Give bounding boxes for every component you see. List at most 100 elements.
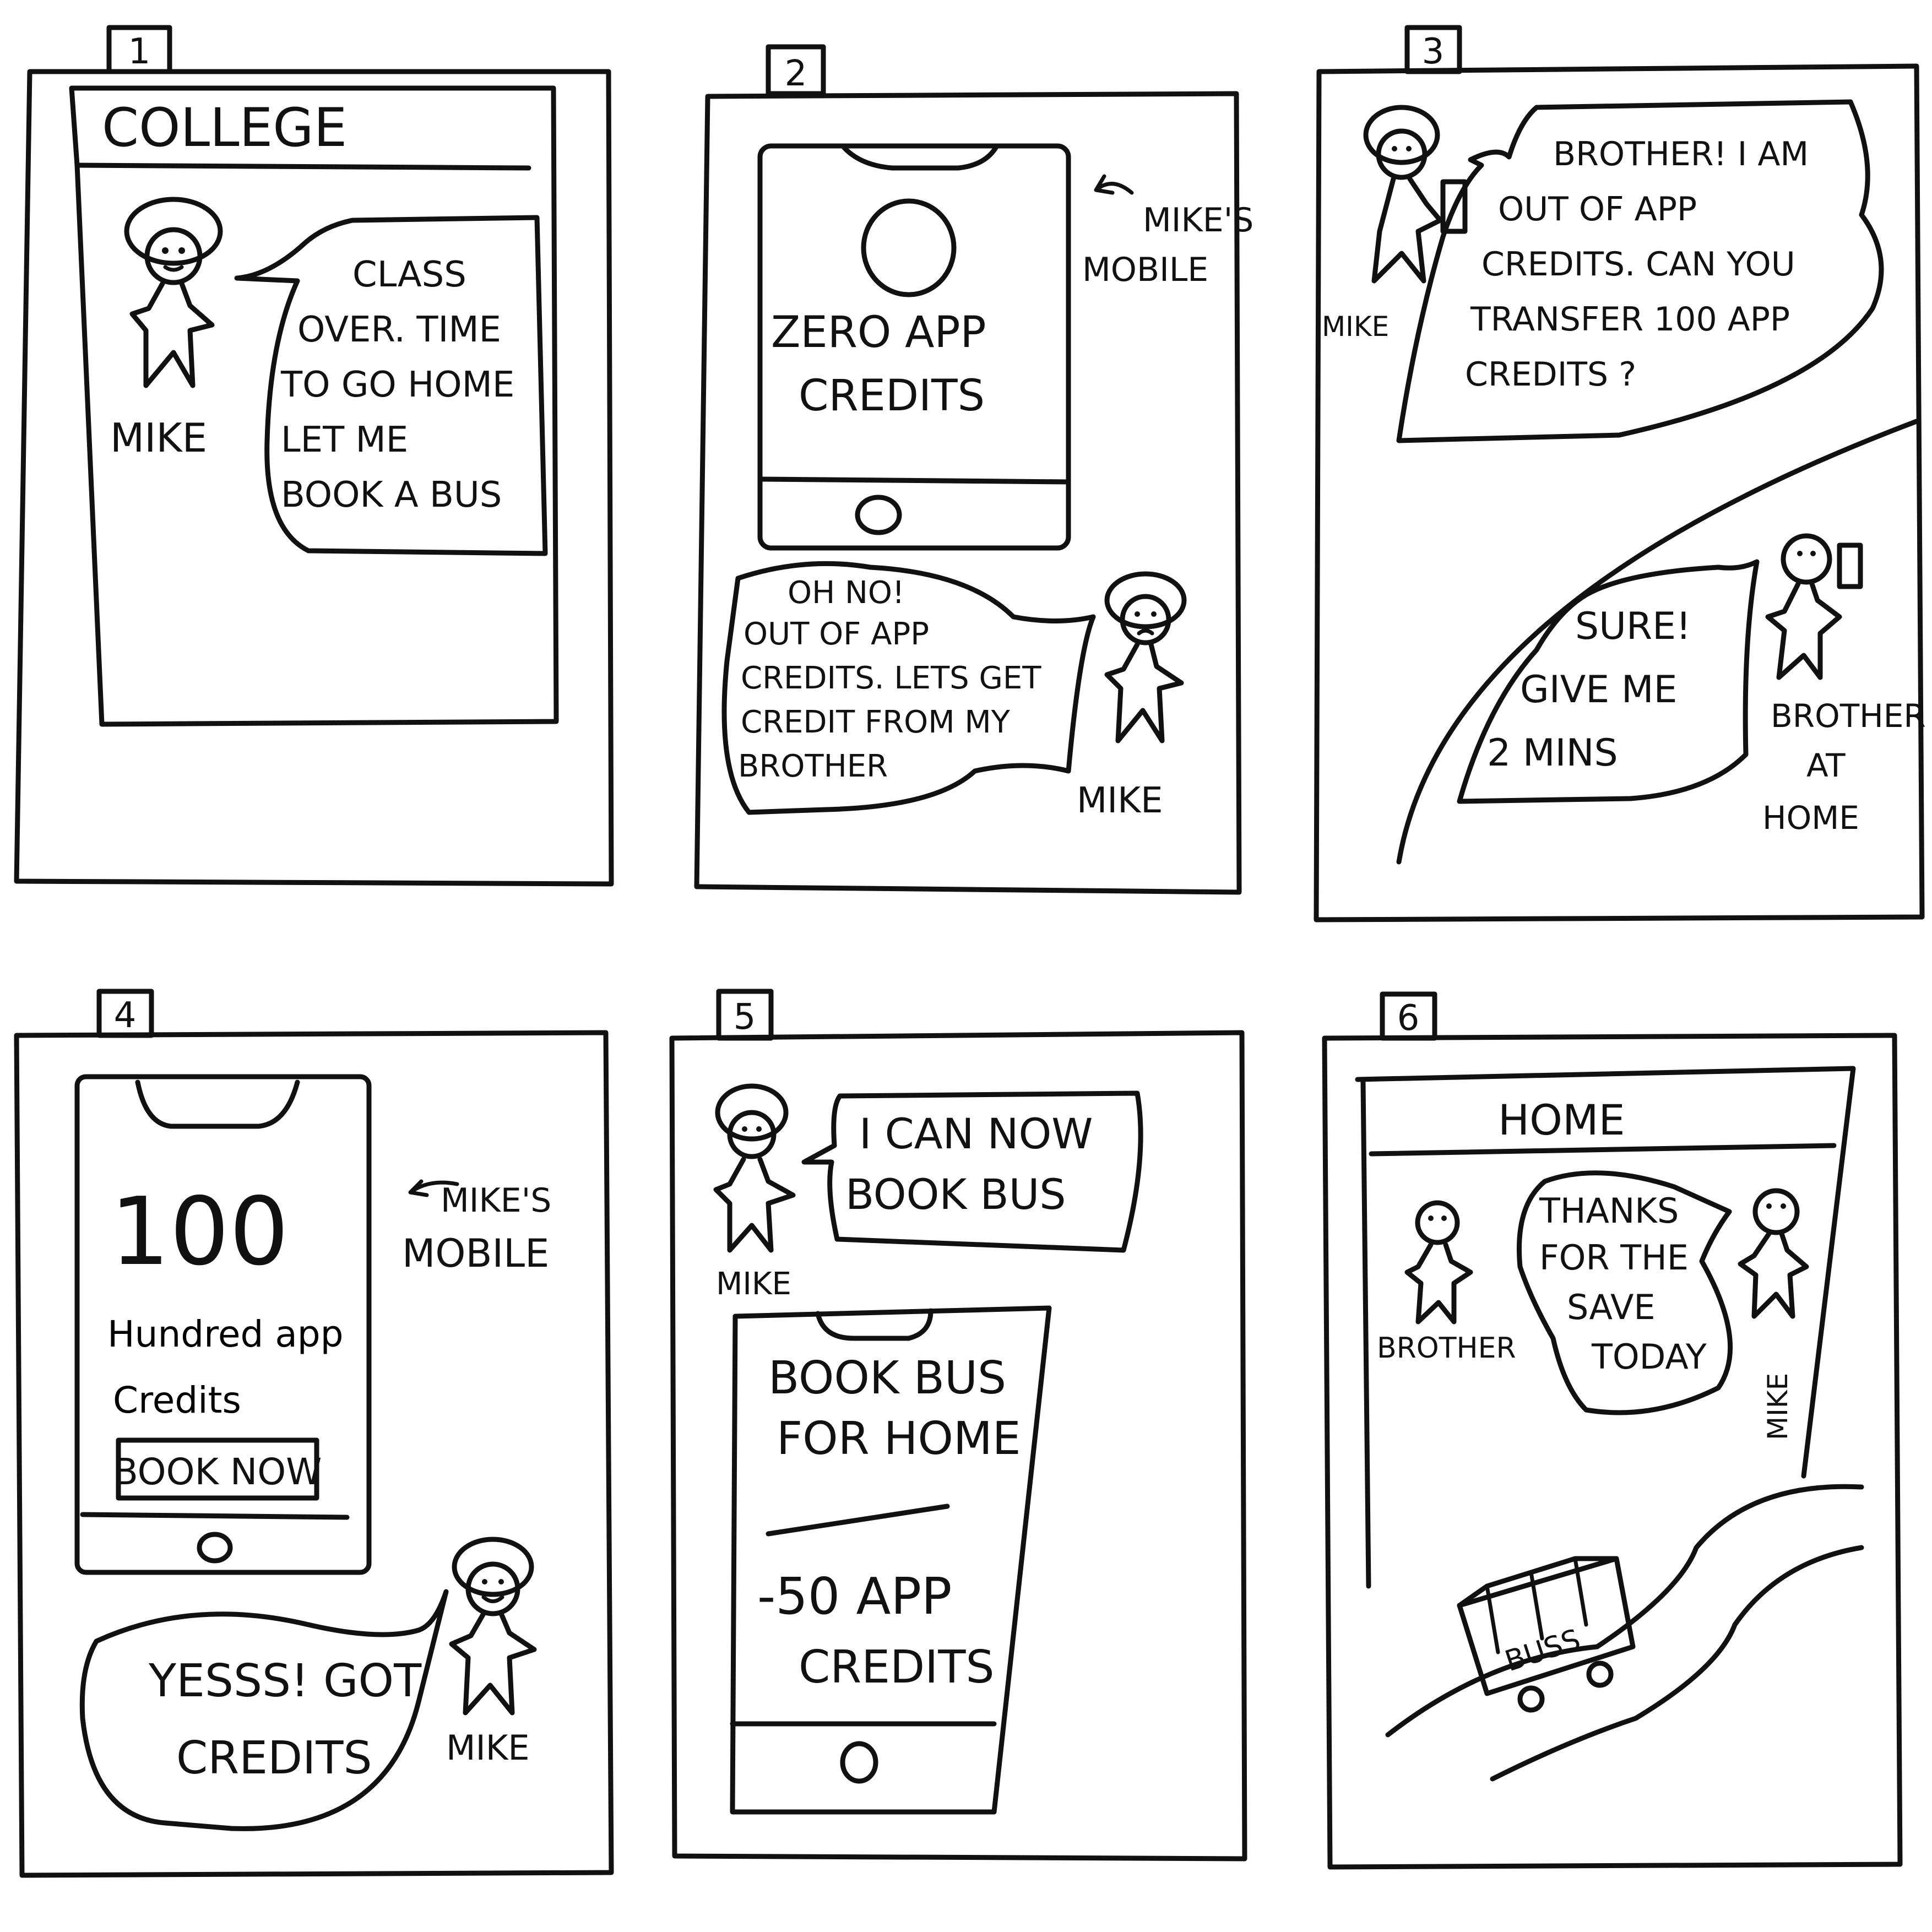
phone-home-divider [80, 1512, 350, 1520]
character-label-mike: MIKE [1322, 311, 1389, 343]
panel-frame [14, 1030, 614, 1878]
panel-frame [694, 91, 1242, 895]
character-label-brother: BROTHER AT HOME [1762, 697, 1926, 837]
phone-text-1: ZERO APP [771, 308, 986, 357]
speech-bubble [801, 1090, 1143, 1253]
phone-text-2: Credits [113, 1379, 241, 1421]
svg-text:OVER. TIME: OVER. TIME [297, 310, 501, 350]
panel-frame [1322, 1033, 1903, 1870]
speech-text-brother: SURE! GIVE ME 2 MINS [1487, 605, 1691, 775]
character-label: MIKE [1077, 780, 1163, 821]
panel-frame [1314, 63, 1925, 922]
charge-text-1: -50 APP [757, 1567, 952, 1626]
svg-text:CREDIT FROM MY: CREDIT FROM MY [741, 704, 1011, 740]
panel-number-box [1380, 991, 1437, 1041]
header-divider [1369, 1143, 1837, 1157]
svg-text:2 MINS: 2 MINS [1487, 731, 1618, 775]
panel-number-box [1404, 25, 1462, 74]
panel-number: 1 [128, 31, 151, 72]
header-divider [74, 162, 531, 171]
book-now-button[interactable] [116, 1437, 319, 1501]
mike-phone: 100 Hundred app Credits BOOK NOW [74, 1074, 372, 1575]
panel-frame [669, 1030, 1247, 1862]
mike-figure [449, 1537, 537, 1716]
mike-phone: ZERO APP CREDITS [757, 143, 1071, 551]
panel-4: 4 100 Hundred app Credits BOOK NOW MIKE'… [14, 989, 614, 1878]
svg-text:CREDITS. LETS GET: CREDITS. LETS GET [741, 660, 1041, 696]
svg-text:BOOK A BUS: BOOK A BUS [281, 475, 502, 515]
avatar-circle [861, 198, 957, 297]
phone-body [730, 1305, 1052, 1815]
mike-figure [1104, 571, 1187, 744]
speech-bubble [234, 215, 548, 556]
place-label: HOME [1498, 1095, 1625, 1144]
panel-number: 3 [1422, 31, 1445, 72]
arrow-icon [408, 1179, 459, 1197]
home-button[interactable] [855, 495, 902, 535]
home-screen [1355, 1066, 1856, 1589]
svg-text:THANKS: THANKS [1539, 1191, 1679, 1231]
svg-text:HOME: HOME [1762, 799, 1859, 837]
phone-text-1: Hundred app [107, 1313, 344, 1355]
home-button[interactable] [840, 1741, 878, 1784]
home-button[interactable] [197, 1532, 233, 1564]
panel-5: 5 MIKE I CAN NOW BOOK BUS BOOK BUS FOR H… [669, 989, 1247, 1862]
divider-line [766, 1504, 950, 1537]
svg-text:TRANSFER 100 APP: TRANSFER 100 APP [1470, 300, 1790, 339]
character-label-brother: BROTHER [1377, 1332, 1516, 1365]
panel-number-box [106, 25, 172, 74]
speech-text: OH NO! OUT OF APP CREDITS. LETS GET CRED… [738, 575, 1041, 784]
speech-text: CLASS OVER. TIME TO GO HOME LET ME BOOK … [280, 254, 514, 515]
book-now-label: BOOK NOW [113, 1451, 322, 1493]
svg-text:BROTHER! I AM: BROTHER! I AM [1553, 135, 1809, 173]
phone-text-2: FOR HOME [777, 1413, 1021, 1465]
charge-text-2: CREDITS [799, 1641, 995, 1694]
panel-number-box [716, 989, 774, 1041]
svg-text:TO GO HOME: TO GO HOME [280, 365, 514, 405]
speech-bubble-mike [1396, 99, 1884, 443]
character-label: MIKE [716, 1266, 791, 1302]
phone-text-2: CREDITS [799, 371, 985, 421]
speech-bubble [1516, 1170, 1733, 1415]
speech-text-2: BOOK BUS [845, 1170, 1066, 1219]
speech-bubble-brother [1457, 559, 1760, 804]
road-edge-bottom [1490, 1545, 1864, 1782]
svg-text:GIVE ME: GIVE ME [1520, 668, 1677, 712]
panel-6: 6 HOME BROTHER THANKS FOR THE SAVE TODAY… [1322, 991, 1903, 1870]
phone-caption-1: MIKE'S [1143, 201, 1253, 240]
character-label: MIKE [110, 415, 207, 461]
speech-text-1: YESSS! GOT [148, 1655, 422, 1707]
panel-number-box [766, 44, 826, 96]
panel-number: 5 [734, 997, 756, 1038]
brother-figure [1404, 1200, 1473, 1325]
phone-notch [815, 1308, 934, 1341]
phone-caption-1: MIKE'S [441, 1181, 551, 1220]
svg-text:OH NO!: OH NO! [788, 575, 904, 611]
panel-2: 2 ZERO APP CREDITS MIKE'S MOBILE OH NO! … [694, 44, 1253, 895]
phone-body [757, 143, 1071, 551]
phone-caption-2: MOBILE [1082, 251, 1208, 289]
mike-figure [713, 1083, 796, 1253]
character-label-mike: MIKE [1762, 1373, 1794, 1440]
booking-phone: BOOK BUS FOR HOME -50 APP CREDITS [730, 1305, 1052, 1815]
svg-text:Credits ?: Credits ? [1465, 355, 1636, 394]
svg-text:OUT OF APP: OUT OF APP [1498, 190, 1697, 229]
svg-text:AT: AT [1806, 747, 1846, 784]
phone-icon [1837, 542, 1863, 589]
place-label: COLLEGE [102, 97, 347, 159]
mike-figure [1738, 1188, 1809, 1319]
mike-figure [1363, 105, 1468, 284]
svg-text:LET ME: LET ME [281, 420, 408, 460]
bus-icon: BUSS [1457, 1556, 1636, 1713]
phone-notch [840, 143, 1000, 171]
svg-text:BROTHER: BROTHER [1771, 697, 1926, 735]
character-label: MIKE [446, 1728, 530, 1768]
svg-text:TODAY: TODAY [1591, 1337, 1707, 1377]
svg-text:BROTHER: BROTHER [738, 748, 888, 784]
svg-text:CLASS: CLASS [352, 254, 466, 295]
mike-figure [124, 197, 223, 388]
speech-bubble [721, 561, 1096, 815]
panel-1: 1 COLLEGE MIKE CLASS OVER. TIME TO GO HO… [14, 25, 614, 887]
brother-figure [1765, 533, 1863, 680]
